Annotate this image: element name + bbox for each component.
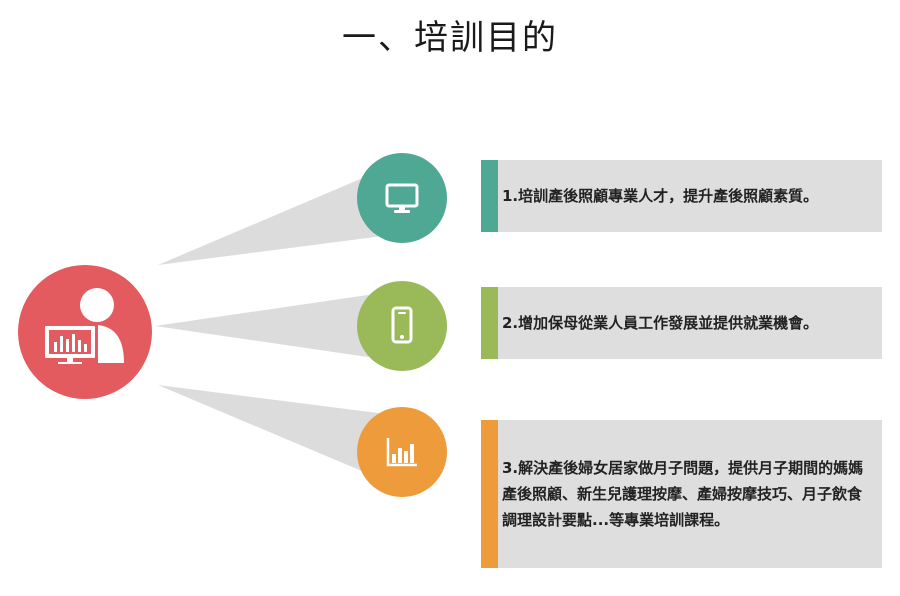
beam-2	[155, 290, 402, 362]
goal-card-3: 3.解決產後婦女居家做月子問題，提供月子期間的媽媽產後照顧、新生兒護理按摩、產婦…	[481, 420, 882, 568]
goal-card-accent-bar	[481, 420, 498, 568]
beam-3	[158, 385, 402, 488]
goal-text-2: 2.增加保母從業人員工作發展並提供就業機會。	[502, 314, 819, 332]
user-with-monitor-icon	[42, 288, 124, 364]
goal-node-1	[357, 153, 447, 243]
goal-text-3: 3.解決產後婦女居家做月子問題，提供月子期間的媽媽產後照顧、新生兒護理按摩、產婦…	[502, 459, 864, 529]
goal-card-1: 1.培訓產後照顧專業人才，提升產後照顧素質。	[481, 160, 882, 232]
goal-card-accent-bar	[481, 287, 498, 359]
hub-circle	[18, 265, 152, 399]
slide-title: 一、培訓目的	[342, 18, 558, 58]
goal-card-accent-bar	[481, 160, 498, 232]
goal-card-2: 2.增加保母從業人員工作發展並提供就業機會。	[481, 287, 882, 359]
beam-1	[158, 163, 398, 265]
goal-node-2	[357, 281, 447, 371]
smartphone-icon	[391, 306, 413, 344]
goal-node-3	[357, 407, 447, 497]
bar-chart-icon	[386, 438, 417, 467]
goal-text-1: 1.培訓產後照顧專業人才，提升產後照顧素質。	[502, 187, 819, 205]
desktop-monitor-icon	[385, 183, 419, 213]
